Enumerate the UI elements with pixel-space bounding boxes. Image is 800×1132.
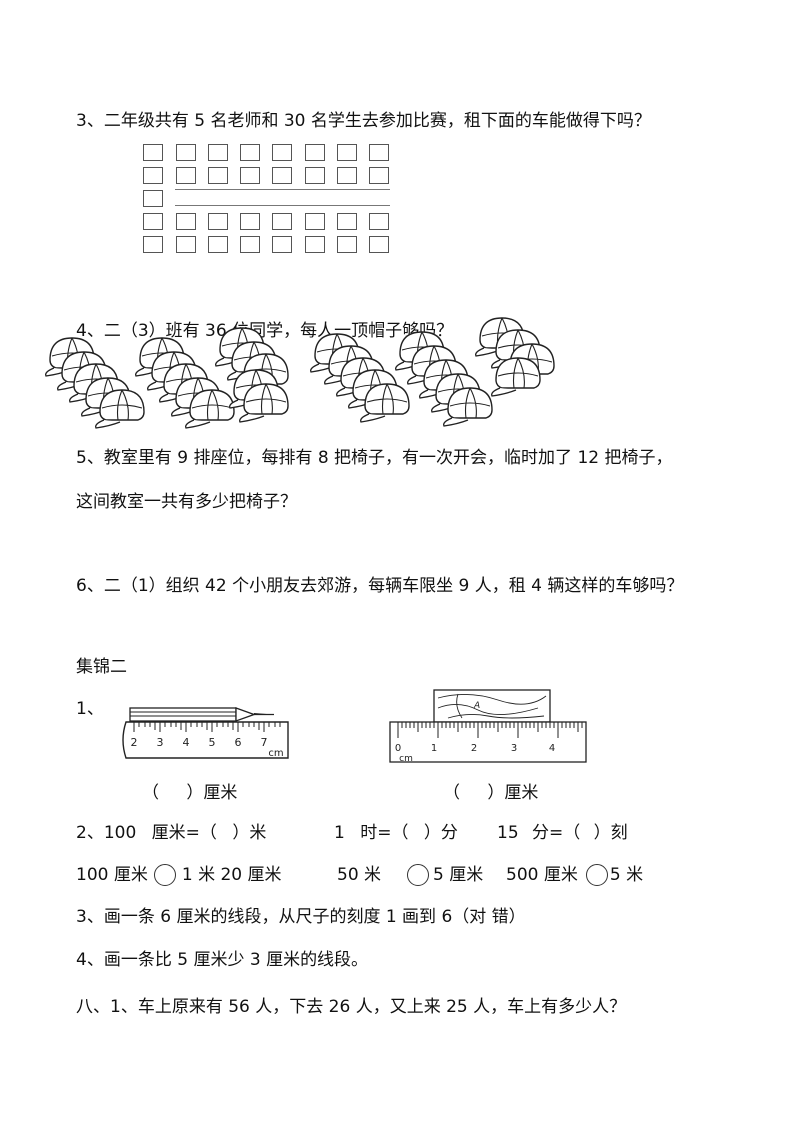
seat [143, 190, 163, 207]
seat [208, 213, 228, 230]
compare-left: 100 厘米 [76, 865, 148, 885]
seat [143, 144, 163, 161]
seat [305, 236, 325, 253]
ruler-tick-label: 0 [395, 743, 401, 754]
seat [240, 167, 260, 184]
ruler-tick-label: 4 [549, 743, 555, 754]
seat [176, 236, 196, 253]
cap-group [309, 333, 410, 423]
conversion-1: 2、100 厘米=（ ）米 [76, 823, 267, 843]
question-s2-4: 4、画一条比 5 厘米少 3 厘米的线段。 [76, 950, 369, 970]
question-3: 3、二年级共有 5 名老师和 30 名学生去参加比赛，租下面的车能做得下吗？ [76, 111, 651, 131]
seat [305, 144, 325, 161]
seat [272, 144, 292, 161]
seat [337, 236, 357, 253]
cap-group [134, 337, 235, 429]
seat [305, 167, 325, 184]
seat [208, 144, 228, 161]
seat [208, 236, 228, 253]
compare-left: 500 厘米 [506, 865, 578, 885]
aisle-line [175, 205, 390, 206]
seat [369, 144, 389, 161]
seat [272, 167, 292, 184]
ruler-with-pencil: 2 3 4 5 6 7 cm [122, 707, 289, 759]
block-label: A [473, 701, 480, 711]
seat [176, 167, 196, 184]
compare-circle[interactable] [585, 864, 608, 886]
compare-row: 100 厘米 1 米 20 厘米 [76, 864, 282, 886]
ruler-unit-label: cm [268, 748, 283, 759]
seat [305, 213, 325, 230]
question-5-line-2: 这间教室一共有多少把椅子？ [76, 492, 297, 512]
ruler-tick-label: 5 [209, 736, 216, 749]
ruler-tick-label: 1 [431, 743, 437, 754]
cap-group [44, 337, 145, 429]
cap-group [474, 317, 555, 397]
seat [143, 213, 163, 230]
seat [143, 167, 163, 184]
question-5-line-1: 5、教室里有 9 排座位，每排有 8 把椅子，有一次开会，临时加了 12 把椅子… [76, 448, 673, 468]
compare-row: 50 米 5 厘米 [337, 864, 483, 886]
question-6: 6、二（1）组织 42 个小朋友去郊游，每辆车限坐 9 人，租 4 辆这样的车够… [76, 576, 684, 596]
ruler-unit-label: cm [399, 754, 413, 764]
question-4: 4、二（3）班有 36 位同学，每人一顶帽子够吗？ [76, 321, 454, 341]
section-title: 集锦二 [76, 657, 127, 677]
seat [240, 236, 260, 253]
conversion-3: 15 分=（ ）刻 [497, 823, 628, 843]
compare-left: 50 米 [337, 865, 382, 885]
ruler-1-answer: （ ）厘米 [142, 783, 238, 803]
ruler-tick-label: 3 [511, 743, 517, 754]
seat [369, 236, 389, 253]
seat [240, 213, 260, 230]
seat [143, 236, 163, 253]
compare-row: 500 厘米 5 米 [506, 864, 643, 886]
compare-circle[interactable] [153, 864, 176, 886]
compare-right: 1 米 20 厘米 [181, 865, 282, 885]
ruler-2-answer: （ ）厘米 [443, 783, 539, 803]
seat [240, 144, 260, 161]
ruler-tick-label: 2 [131, 736, 138, 749]
seat [272, 213, 292, 230]
compare-right: 5 厘米 [433, 865, 484, 885]
caps-illustration [44, 317, 555, 429]
seat [337, 167, 357, 184]
seat [208, 167, 228, 184]
seat [176, 144, 196, 161]
aisle-line [175, 189, 390, 190]
ruler-tick-label: 4 [183, 736, 190, 749]
seat [337, 144, 357, 161]
ruler-tick-label: 2 [471, 743, 477, 754]
compare-circle[interactable] [407, 864, 430, 886]
cap-group [394, 331, 493, 427]
ruler-with-block: A 0 1 2 3 4 cm [389, 689, 587, 764]
conversion-2: 1 时=（ ）分 [334, 823, 458, 843]
seat [272, 236, 292, 253]
seat [337, 213, 357, 230]
question-s2-3: 3、画一条 6 厘米的线段，从尺子的刻度 1 画到 6（对 错） [76, 907, 526, 927]
seat [369, 213, 389, 230]
question-number: 1、 [76, 699, 104, 719]
seat [176, 213, 196, 230]
question-s8-1: 八、1、车上原来有 56 人，下去 26 人，又上来 25 人，车上有多少人？ [76, 997, 627, 1017]
ruler-tick-label: 6 [235, 736, 242, 749]
ruler-tick-label: 7 [261, 736, 268, 749]
compare-right: 5 米 [609, 865, 644, 885]
ruler-tick-label: 3 [157, 736, 164, 749]
seat [369, 167, 389, 184]
